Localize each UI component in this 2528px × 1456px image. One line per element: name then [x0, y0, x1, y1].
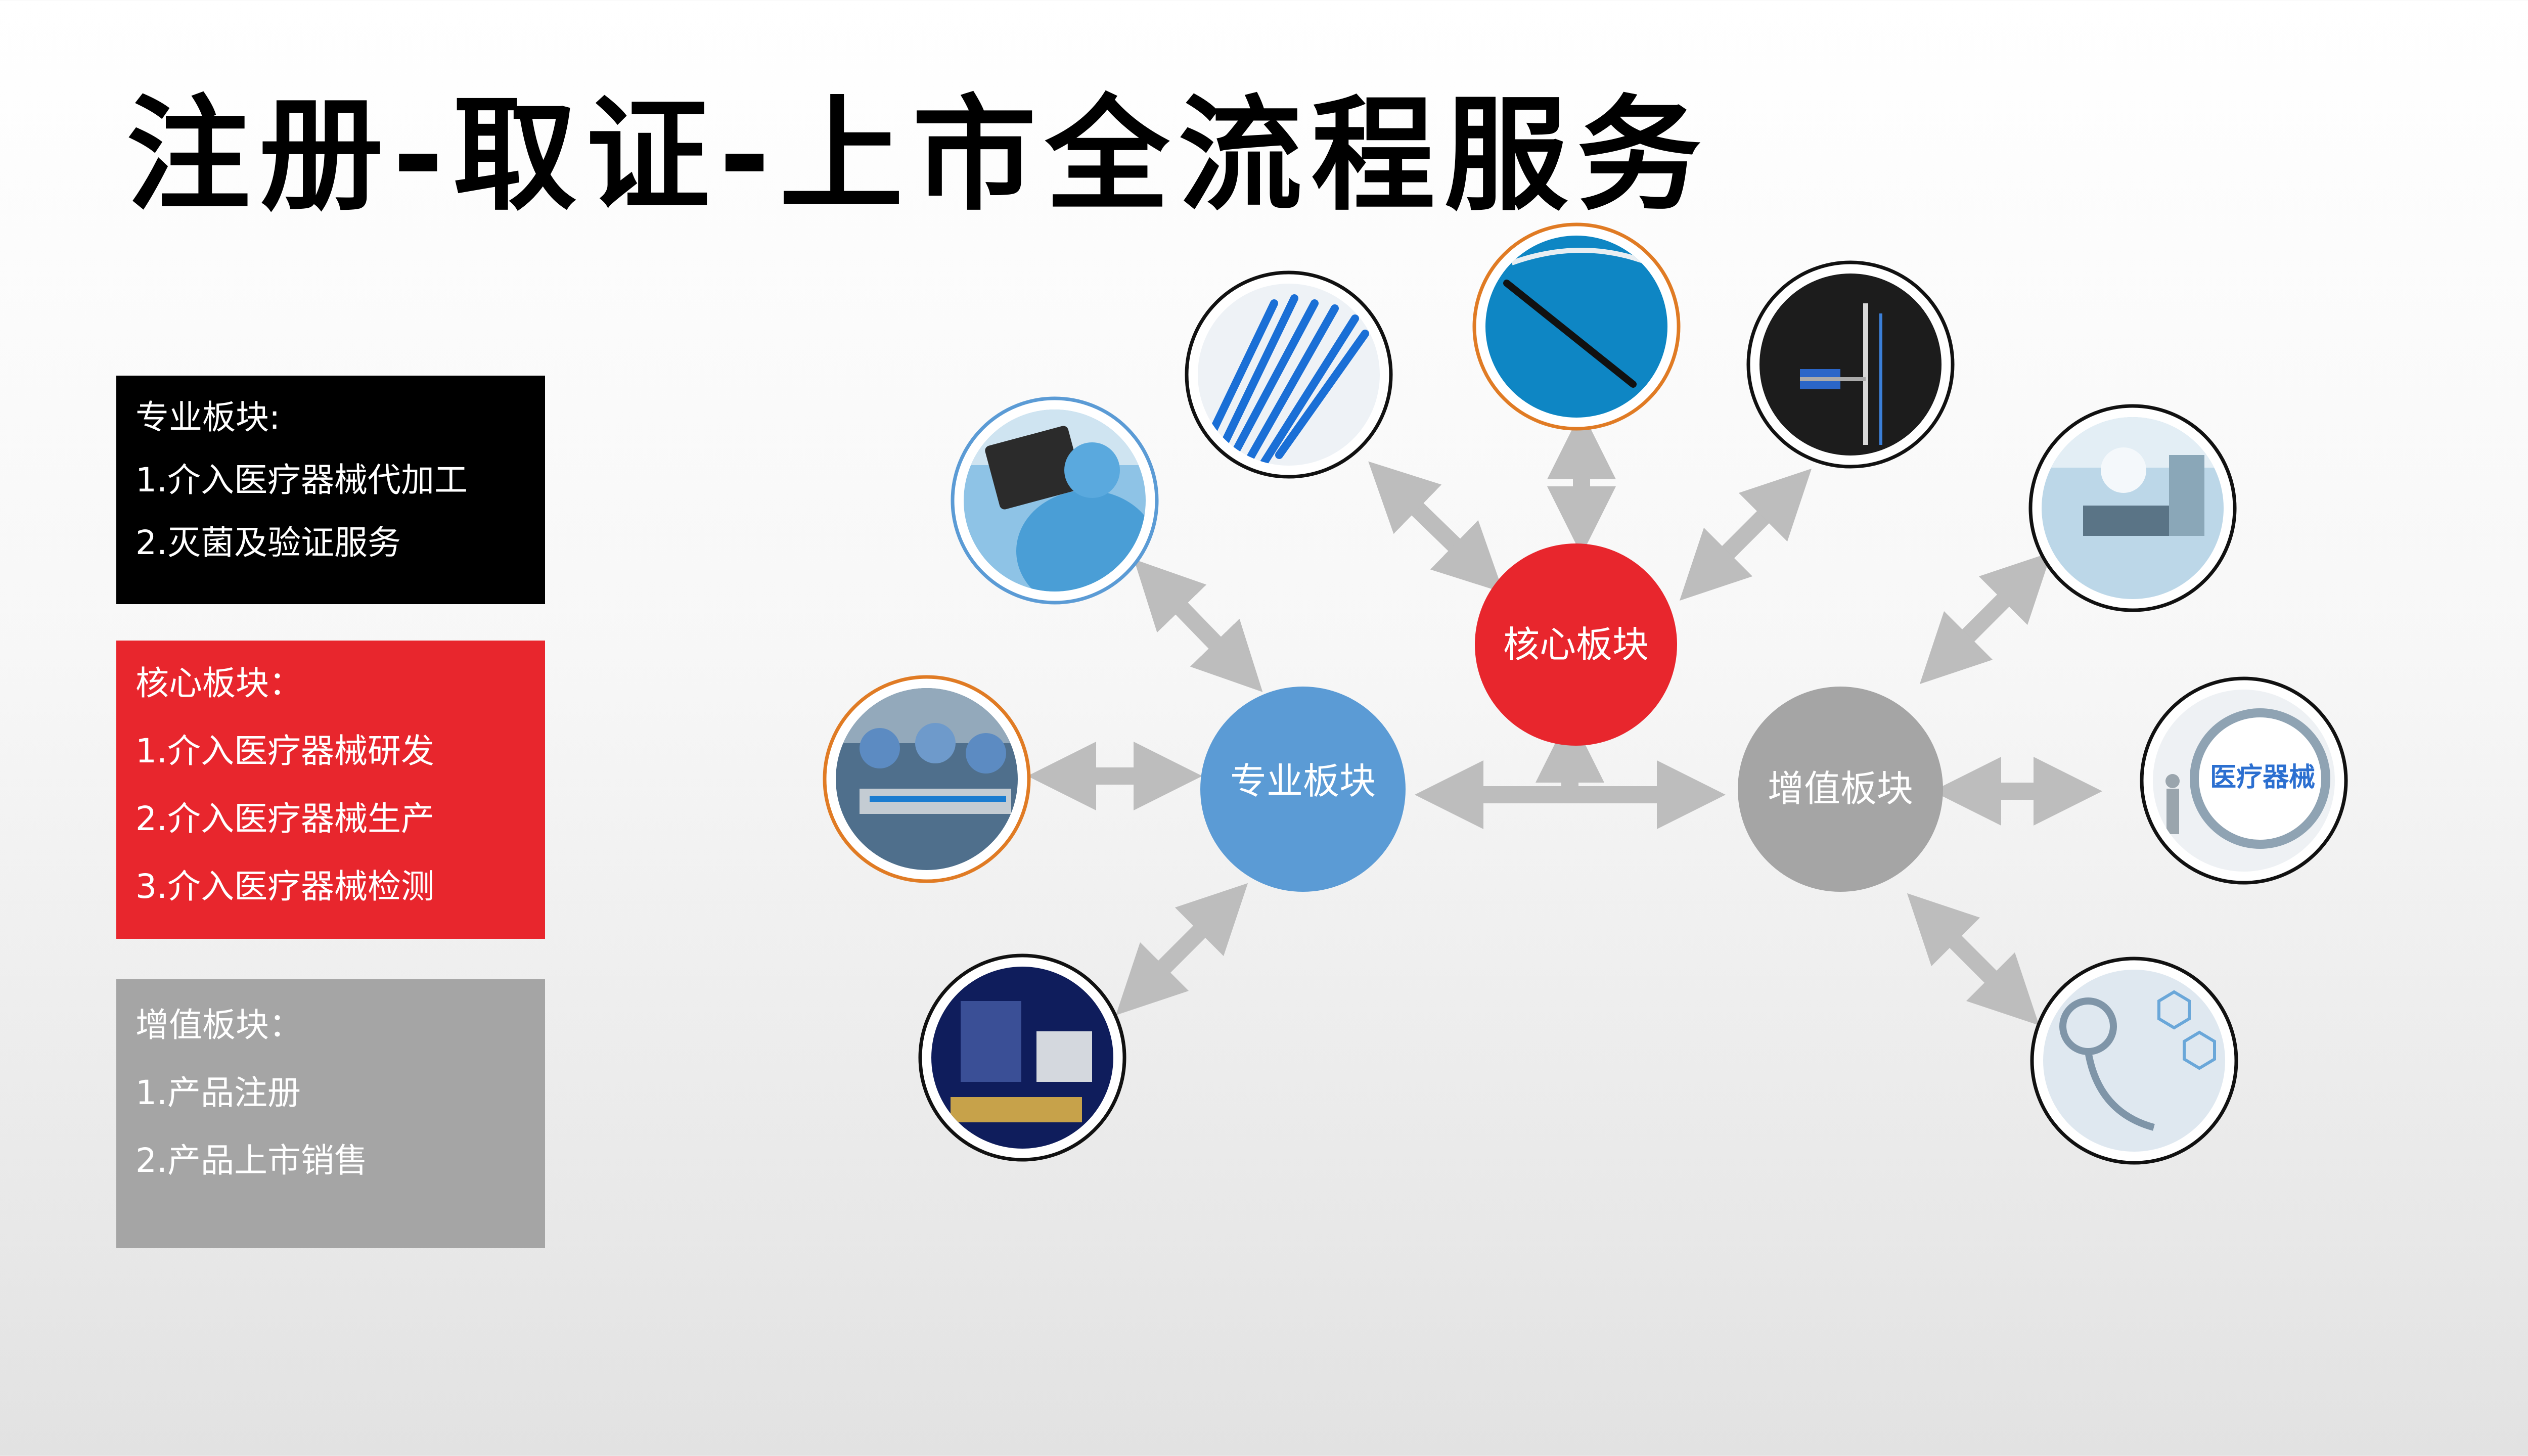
professional-item-1: 1.介入医疗器械代加工 — [136, 461, 468, 499]
stethoscope-tech-image — [2030, 957, 2238, 1165]
catheter-on-black-image — [1746, 260, 1955, 469]
medical-device-sign-image: 医疗器械 — [2140, 676, 2348, 885]
professional-item-2: 2.灭菌及验证服务 — [136, 523, 401, 562]
machine-workstation-image — [918, 953, 1126, 1162]
connector-arrows — [1027, 411, 2102, 1026]
node-core: 核心板块 — [1475, 543, 1677, 746]
professional-section-box: 专业板块: 1.介入医疗器械代加工 2.灭菌及验证服务 — [116, 376, 545, 604]
arrow-core-image-3 — [1679, 468, 1812, 601]
node-professional: 专业板块 — [1200, 687, 1406, 892]
arrow-pro-image-1 — [1134, 559, 1263, 692]
core-item-1: 1.介入医疗器械研发 — [136, 732, 434, 770]
node-value-added-label: 增值板块 — [1768, 767, 1913, 810]
arrow-pro-image-4 — [1115, 883, 1248, 1016]
cleanroom-assembly-image — [823, 675, 1031, 883]
node-value-added: 增值板块 — [1738, 687, 1943, 892]
core-item-3: 3.介入医疗器械检测 — [136, 867, 434, 906]
cleanroom-worker-image — [951, 396, 1159, 605]
arrow-core-image-1 — [1368, 461, 1504, 593]
core-section-box: 核心板块： 1.介入医疗器械研发 2.介入医疗器械生产 3.介入医疗器械检测 — [116, 641, 545, 939]
professional-section-heading: 专业板块: — [136, 398, 281, 437]
arrow-value-image-3 — [1907, 893, 2040, 1026]
value-added-item-1: 1.产品注册 — [136, 1073, 301, 1112]
arrow-value-image-1 — [1919, 552, 2052, 685]
page-title: 注册-取证-上市全流程服务 — [126, 83, 1710, 228]
blue-tubes-image — [1185, 270, 1393, 479]
value-added-section-heading: 增值板块： — [136, 1006, 302, 1044]
operating-room-image — [2028, 404, 2237, 612]
value-added-section-box: 增值板块： 1.产品注册 2.产品上市销售 — [116, 979, 545, 1248]
value-added-item-2: 2.产品上市销售 — [136, 1141, 368, 1180]
medical-device-sign-text: 医疗器械 — [2210, 762, 2315, 793]
node-core-label: 核心板块 — [1503, 623, 1649, 666]
core-item-2: 2.介入医疗器械生产 — [136, 799, 434, 838]
node-professional-label: 专业板块 — [1230, 760, 1376, 802]
core-section-heading: 核心板块： — [136, 664, 302, 703]
catheter-image — [1472, 222, 1681, 431]
